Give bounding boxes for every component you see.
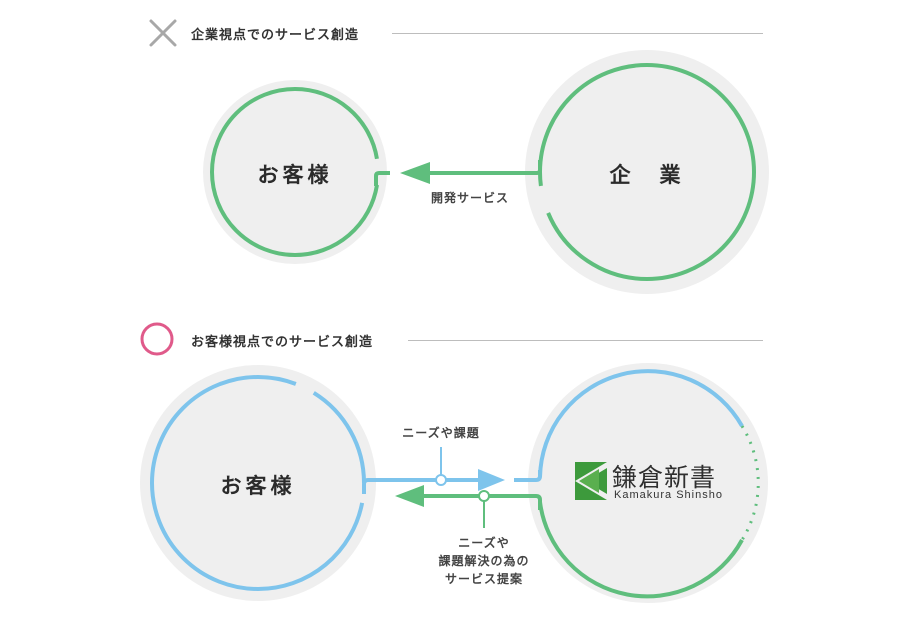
section-title-customer-view: お客様視点でのサービス創造 [191,335,374,350]
customer-label-top: お客様 [257,163,333,187]
needs-arrowhead [478,469,505,491]
needs-label: ニーズや課題 [402,426,480,440]
circle-mark-icon [140,322,174,356]
customer-ring-dotted [317,394,364,463]
customer-connector-top [374,171,390,186]
company-label: 企 業 [609,163,685,187]
kamakura-ring-green [538,501,744,599]
needs-leader-dot [435,474,447,486]
needs-arrow-line [362,478,478,494]
customer-circle-top [203,80,387,264]
customer-circle-bottom [140,365,376,601]
company-circle [525,50,769,294]
proposal-label-line-1: ニーズや [458,536,510,550]
kamakura-logo-name-en: Kamakura Shinsho [614,489,723,501]
kamakura-logo-name-ja: 鎌倉新書 [612,463,717,492]
section-title-company-view: 企業視点でのサービス創造 [191,28,360,43]
kamakura-logo-icon [575,462,607,500]
needs-arrow-connector [514,470,542,482]
section-divider-bottom [408,340,763,341]
customer-label-bottom: お客様 [220,474,296,498]
development-service-label: 開発サービス [430,191,509,205]
section-divider-top [392,33,763,34]
proposal-leader-dot [478,490,490,502]
customer-ring-top [210,87,380,257]
proposal-label-line-2: 課題解決の為の [438,554,530,568]
service-arrow-line [430,160,542,175]
proposal-label-line-3: サービス提案 [444,572,523,586]
service-arrowhead [400,162,430,184]
proposal-arrowhead [395,485,424,507]
kamakura-ring-blue [538,369,744,478]
cross-icon [149,19,177,47]
kamakura-circle [528,363,768,603]
proposal-arrow-line [424,494,542,510]
